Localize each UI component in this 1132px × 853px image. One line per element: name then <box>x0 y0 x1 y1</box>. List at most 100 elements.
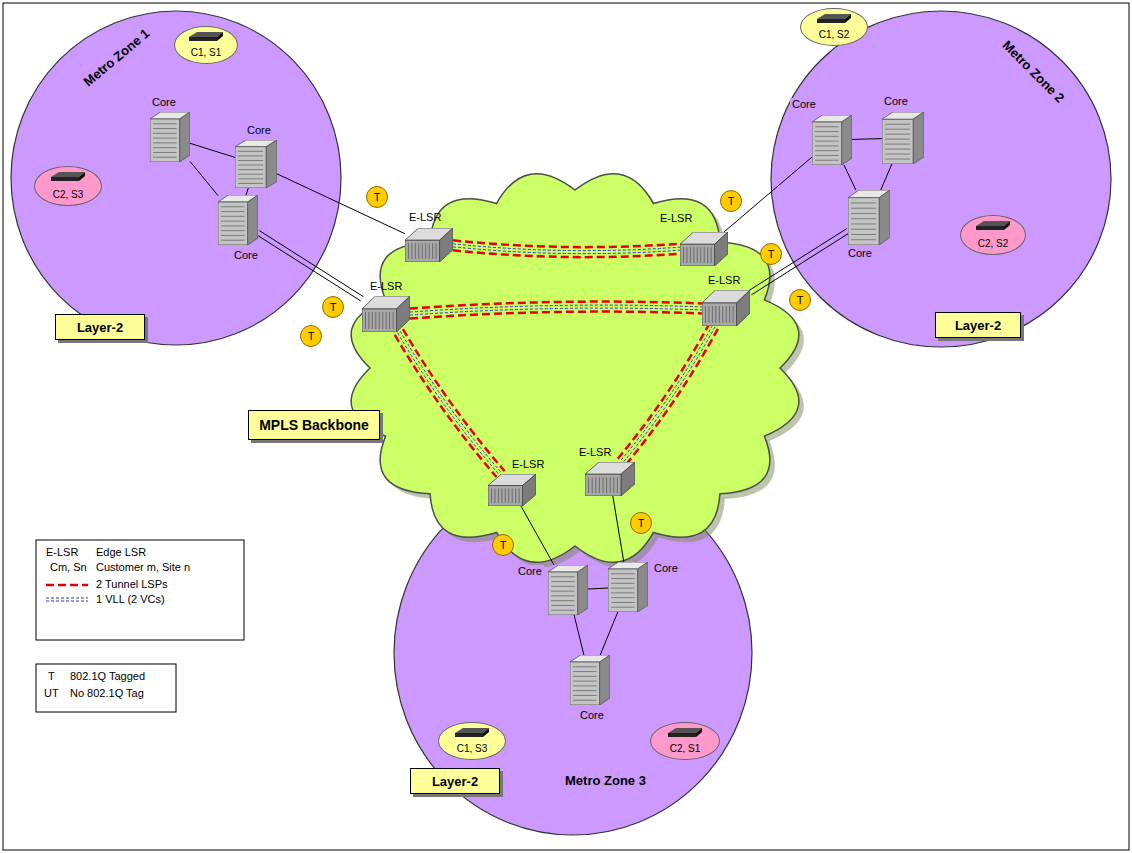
router-icon <box>488 474 536 506</box>
legend-text-holder: 1 VLL (2 VCs) <box>96 593 165 606</box>
customer-site: C2, S1 <box>650 722 720 760</box>
node-text: T <box>728 195 735 208</box>
link-connector <box>588 588 608 589</box>
connector-stroke <box>257 235 361 301</box>
connector-stroke <box>453 250 680 257</box>
link-connector <box>574 615 584 655</box>
core-switch: Core <box>812 115 852 165</box>
metro-zone: Metro Zone 2C1, S2CoreCoreCoreC2, S2Laye… <box>770 10 1112 348</box>
legend-text-holder: Customer m, Site n <box>96 561 190 574</box>
customer-site: C1, S2 <box>800 8 868 46</box>
node-text: T <box>308 330 315 343</box>
connector-stroke <box>246 188 248 195</box>
node-text: E-LSR <box>706 274 742 287</box>
edge-lsr: E-LSR <box>405 228 453 262</box>
customer-router-icon <box>976 221 1010 231</box>
edge-lsr: E-LSR <box>362 296 410 332</box>
customer-router-icon <box>817 14 851 24</box>
node-text: Core <box>882 95 910 108</box>
connector-stroke <box>277 174 405 234</box>
edge-lsr: E-LSR <box>680 232 728 266</box>
link-connector <box>852 138 882 140</box>
node-text: T <box>500 539 507 552</box>
node-text: Core <box>245 124 273 137</box>
connector-stroke <box>400 331 502 473</box>
switch-icon <box>812 115 852 165</box>
node-text: Core <box>652 562 680 575</box>
connector-stroke <box>852 138 882 140</box>
node-text: Layer-2 <box>955 318 1001 333</box>
connector-stroke <box>521 506 554 565</box>
zone-outline <box>770 10 1112 348</box>
legend-text: 802.1Q Tagged <box>70 670 145 683</box>
connector-stroke <box>600 612 618 655</box>
node-text: Core <box>578 709 606 722</box>
tag-marker: T <box>492 534 514 556</box>
link-connector <box>246 188 248 195</box>
connector-stroke <box>881 164 892 190</box>
connector-stroke <box>844 165 856 190</box>
connector-stroke <box>190 161 218 195</box>
layer-label: Layer-2 <box>55 314 145 340</box>
node-text: E-LSR <box>368 280 404 293</box>
node-text: MPLS Backbone <box>259 417 369 433</box>
legend-key: Cm, Sn <box>50 561 87 574</box>
edge-lsr: E-LSR <box>585 462 635 496</box>
legend-sample <box>46 601 88 602</box>
node-text: E-LSR <box>407 211 443 224</box>
connector-stroke <box>453 244 680 251</box>
node-text: E-LSR <box>577 446 613 459</box>
connector-stroke <box>613 496 624 562</box>
node-text: C2, S1 <box>670 743 701 760</box>
node-text: Core <box>790 98 818 111</box>
legend-text: 1 VLL (2 VCs) <box>96 593 165 606</box>
tunnel-connector <box>395 329 505 477</box>
link-connector <box>844 165 856 190</box>
connector-stroke <box>410 308 702 315</box>
node-text: T <box>638 517 645 530</box>
node-text: E-LSR <box>510 458 546 471</box>
node-text: Core <box>516 565 544 578</box>
legend-text: 2 Tunnel LSPs <box>96 578 168 591</box>
legend-text-holder: Edge LSR <box>96 546 146 559</box>
connector-stroke <box>574 615 584 655</box>
router-icon <box>680 232 728 266</box>
backbone-label: MPLS Backbone <box>248 410 380 440</box>
legend-box <box>36 540 244 640</box>
router-icon <box>405 228 453 262</box>
switch-icon <box>570 655 610 705</box>
node-text: Core <box>232 249 260 262</box>
connector-stroke <box>453 240 680 247</box>
node-text: Layer-2 <box>77 320 123 335</box>
legend-text: Edge LSR <box>96 546 146 559</box>
node-text: C2, S2 <box>978 238 1009 255</box>
customer-site: C1, S3 <box>438 722 506 760</box>
legend-text: Customer m, Site n <box>96 561 190 574</box>
tunnel-connector <box>617 323 718 465</box>
connector-stroke <box>724 157 812 232</box>
customer-router-icon <box>189 32 223 42</box>
legend-key: UT <box>44 687 59 700</box>
node-text: Core <box>150 96 178 109</box>
legend-key: T <box>48 670 55 683</box>
switch-icon <box>150 112 190 162</box>
node-text: T <box>374 191 381 204</box>
connector-stroke <box>453 247 680 254</box>
tag-marker: T <box>630 512 652 534</box>
switch-icon <box>882 112 924 164</box>
node-text: T <box>330 301 337 314</box>
router-icon <box>362 296 410 332</box>
metro-zone: Metro Zone 1C1, S1CoreCoreC2, S3CoreLaye… <box>10 10 342 346</box>
core-switch: Core <box>150 112 190 162</box>
tag-marker: T <box>720 190 742 212</box>
connector-stroke <box>623 327 715 463</box>
link-connector <box>724 157 812 232</box>
switch-icon <box>235 140 277 188</box>
core-switch: Core <box>570 655 610 705</box>
core-switch: Core <box>608 562 648 612</box>
connector-stroke <box>749 229 847 291</box>
node-text: T <box>797 294 804 307</box>
link-connector <box>190 143 235 157</box>
connector-stroke <box>617 323 709 459</box>
link-connector <box>613 496 624 562</box>
